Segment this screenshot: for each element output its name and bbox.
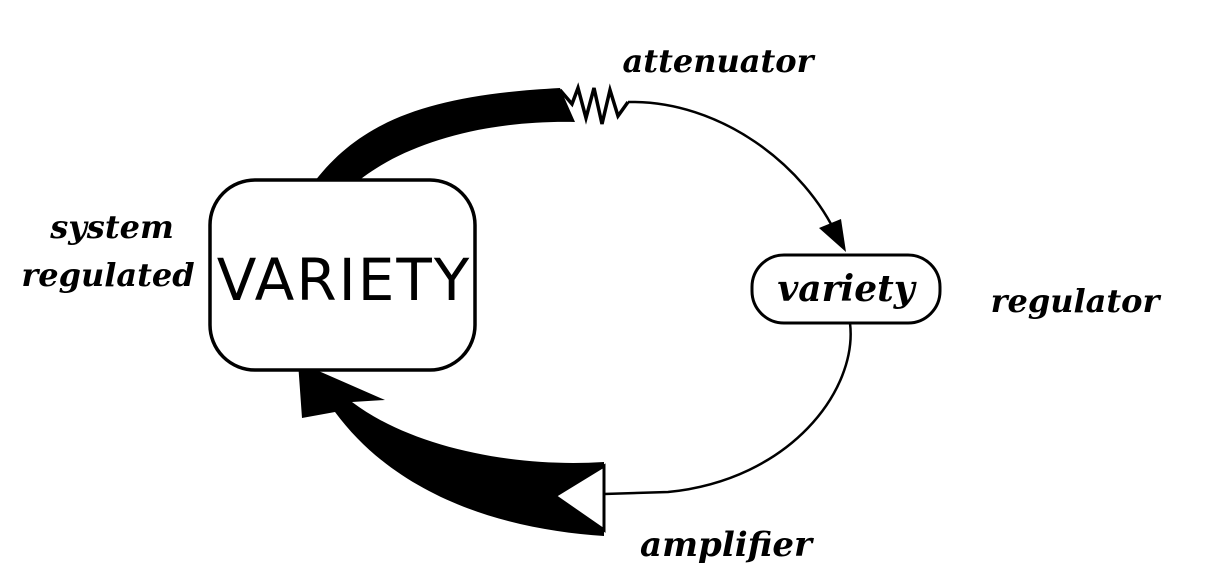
system-regulated-label-line1: system — [49, 208, 174, 246]
regulator-label: regulator — [991, 282, 1162, 320]
regulator-box-text: variety — [777, 268, 916, 310]
regulator-to-amplifier-arc — [603, 322, 852, 496]
attenuator-label: attenuator — [623, 42, 816, 80]
regulator-arrowhead — [819, 219, 846, 252]
attenuator-to-regulator-arc — [627, 100, 840, 239]
attenuator-zigzag — [558, 82, 630, 125]
amplifier-triangle — [552, 463, 606, 533]
upper-variety-band — [312, 88, 575, 190]
system-box — [208, 178, 477, 372]
system-box-text: VARIETY — [217, 246, 472, 314]
system-regulated-label-line2: regulated — [21, 256, 194, 294]
regulator-box — [750, 253, 942, 325]
lower-variety-band — [298, 362, 604, 536]
amplifier-label: amplifier — [640, 525, 814, 565]
